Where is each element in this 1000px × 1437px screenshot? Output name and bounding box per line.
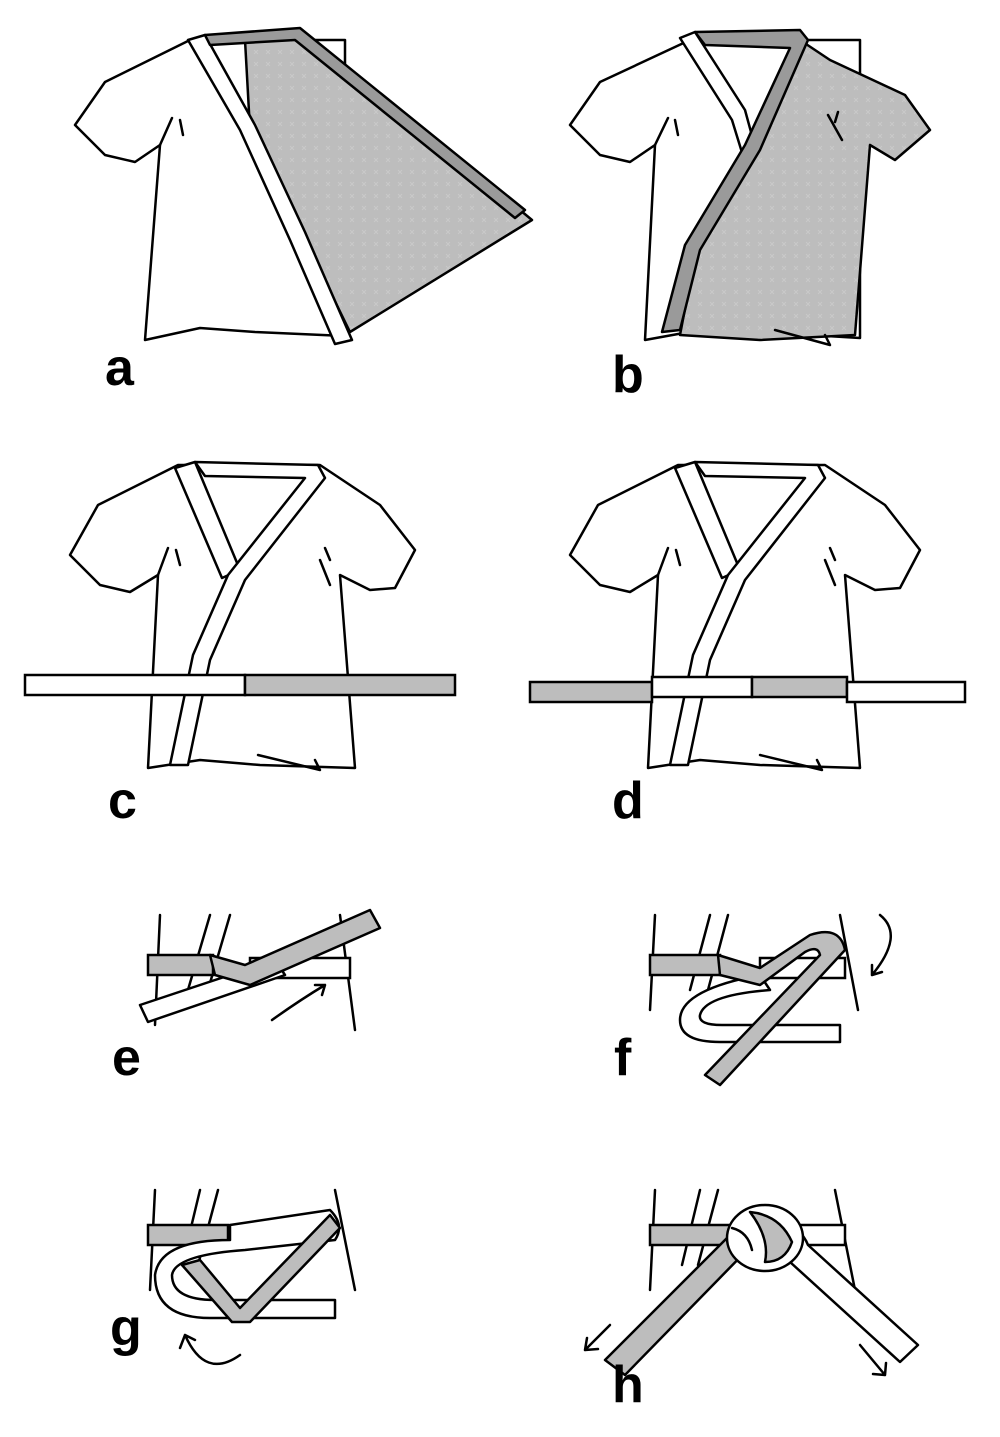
panel-g: g — [110, 1188, 357, 1366]
belt-grey-back — [648, 1223, 732, 1247]
panel-c: c — [23, 460, 457, 830]
collar — [168, 460, 327, 767]
belt-white-loop — [153, 1208, 341, 1320]
arrow-icon — [178, 1333, 242, 1366]
robe-body — [68, 463, 417, 770]
arrow-icon — [870, 913, 893, 977]
belt — [23, 673, 457, 697]
arrow-icon — [858, 1343, 888, 1377]
panel-label-d: d — [612, 772, 644, 830]
arrow-icon — [583, 1323, 612, 1352]
belt-white-loop — [678, 973, 842, 1044]
panel-f: f — [614, 913, 893, 1087]
panel-label-g: g — [110, 1299, 142, 1357]
belt-grey-crossing — [208, 908, 382, 987]
panel-label-b: b — [612, 346, 644, 404]
collar — [668, 460, 827, 767]
belt — [528, 675, 967, 704]
hem-flap — [256, 753, 322, 772]
robe-body — [568, 38, 862, 342]
panel-label-e: e — [112, 1029, 141, 1087]
belt-grey-end — [648, 953, 722, 977]
panel-b: b — [568, 28, 932, 404]
right-lapel — [203, 26, 527, 220]
belt-grey-over — [703, 930, 847, 1087]
panel-h: h — [583, 1188, 920, 1414]
robe-body — [568, 463, 922, 770]
panel-d: d — [528, 460, 967, 830]
arrow-icon — [270, 983, 327, 1022]
panel-label-f: f — [614, 1029, 632, 1087]
hem-flap — [758, 753, 824, 772]
panel-e: e — [112, 908, 382, 1087]
panel-label-a: a — [105, 339, 135, 397]
panel-a: a — [73, 26, 534, 397]
hem-flap — [773, 328, 832, 347]
left-lapel — [186, 33, 354, 346]
panel-label-c: c — [108, 772, 137, 830]
belt-grey-tucked — [180, 1213, 342, 1324]
panel-label-h: h — [612, 1356, 644, 1414]
right-lapel — [660, 28, 810, 334]
knot — [725, 1203, 805, 1273]
belt-grey-end — [146, 953, 215, 977]
